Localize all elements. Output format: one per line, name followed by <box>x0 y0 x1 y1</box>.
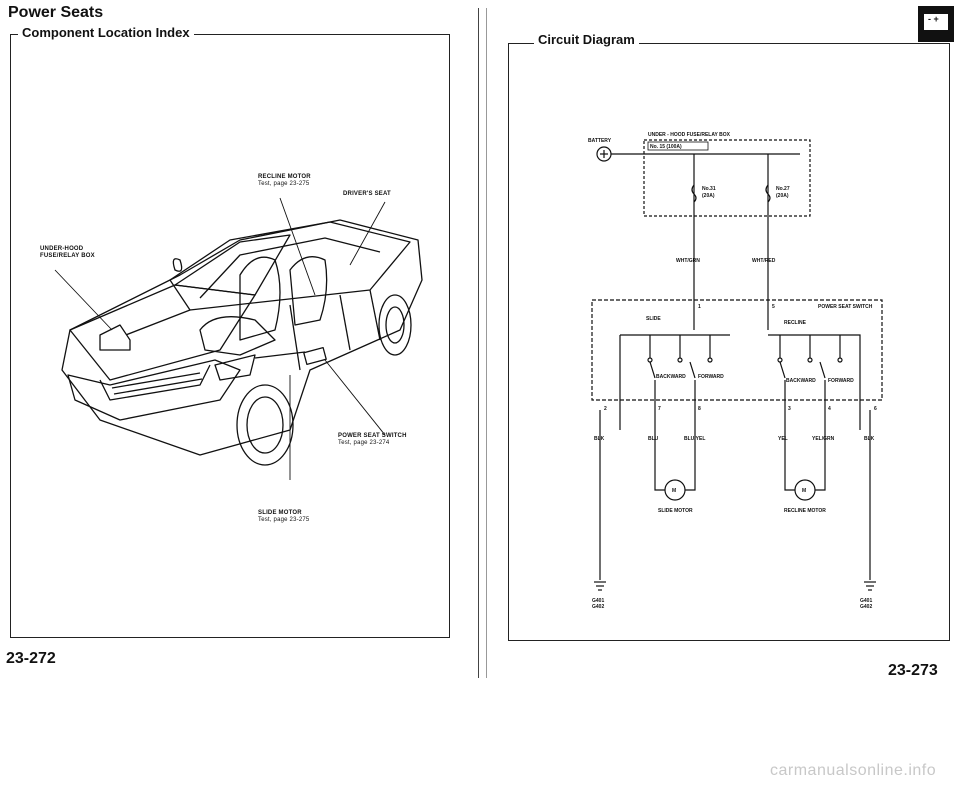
section-heading-right: Circuit Diagram <box>534 32 639 47</box>
label-recline-backward: BACKWARD <box>786 378 816 384</box>
right-page-number: 23-273 <box>888 662 938 679</box>
label-fuse-box: UNDER - HOOD FUSE/RELAY BOX <box>648 132 731 138</box>
label-wire-yel: YEL <box>778 436 788 442</box>
label-slide: SLIDE <box>646 316 661 322</box>
label-pin-2: 2 <box>604 406 607 412</box>
callout-power-seat-switch: POWER SEAT SWITCH Test, page 23-274 <box>338 433 407 446</box>
label-wire-yel-grn: YEL/GRN <box>812 436 835 442</box>
label-pin-4: 4 <box>828 406 831 412</box>
label-wire-blu: BLU <box>648 436 659 442</box>
label-wire-blu-yel: BLU/YEL <box>684 436 705 442</box>
label-wire-wht-red: WHT/RED <box>752 258 776 264</box>
callout-under-hood-box: UNDER-HOOD FUSE/RELAY BOX <box>40 246 95 259</box>
label-pin-5: 5 <box>772 304 775 310</box>
label-recline-motor: RECLINE MOTOR <box>784 508 826 514</box>
car-illustration <box>54 197 423 480</box>
label-ground-left-1: G401 <box>592 598 604 604</box>
label-ground-right-2: G402 <box>860 604 872 610</box>
label-pin-6: 6 <box>874 406 877 412</box>
watermark: carmanualsonline.info <box>770 762 937 779</box>
label-battery: BATTERY <box>588 138 612 144</box>
label-pin-7: 7 <box>658 406 661 412</box>
label-fuse-main: No. 15 (100A) <box>650 144 682 150</box>
label-ground-right-1: G401 <box>860 598 872 604</box>
label-pin-8: 8 <box>698 406 701 412</box>
callout-recline-motor: RECLINE MOTOR Test, page 23-275 <box>258 174 311 187</box>
label-slide-forward: FORWARD <box>698 374 724 380</box>
section-heading: Component Location Index <box>18 25 194 40</box>
page-title: Power Seats <box>8 4 104 21</box>
page-gutter <box>478 8 479 678</box>
left-page-number: 23-272 <box>6 650 56 667</box>
battery-terminal-icon: - + <box>918 6 954 42</box>
label-recline-motor-m: M <box>802 488 806 494</box>
page-gutter-shadow <box>486 8 487 678</box>
label-ground-left-2: G402 <box>592 604 604 610</box>
circuit-diagram: BATTERY UNDER - HOOD FUSE/RELAY BOX No. … <box>588 132 883 610</box>
label-fuse-27-amps: (20A) <box>776 193 789 199</box>
label-fuse-31-amps: (20A) <box>702 193 715 199</box>
label-wire-blk-left: BLK <box>594 436 605 442</box>
label-recline: RECLINE <box>784 320 807 326</box>
component-location-frame <box>10 34 450 638</box>
label-pin-3: 3 <box>788 406 791 412</box>
label-switch-name: POWER SEAT SWITCH <box>818 304 873 310</box>
callout-drivers-seat: DRIVER'S SEAT <box>343 191 391 197</box>
label-wire-wht-grn: WHT/GRN <box>676 258 700 264</box>
label-recline-forward: FORWARD <box>828 378 854 384</box>
label-wire-blk-right: BLK <box>864 436 875 442</box>
label-fuse-27: No.27 <box>776 186 790 192</box>
label-slide-motor-m: M <box>672 488 676 494</box>
label-fuse-31: No.31 <box>702 186 716 192</box>
circuit-diagram-frame <box>508 43 950 641</box>
callout-slide-motor: SLIDE MOTOR Test, page 23-275 <box>258 510 310 523</box>
label-pin-1: 1 <box>698 304 701 310</box>
label-slide-backward: BACKWARD <box>656 374 686 380</box>
label-slide-motor: SLIDE MOTOR <box>658 508 693 514</box>
